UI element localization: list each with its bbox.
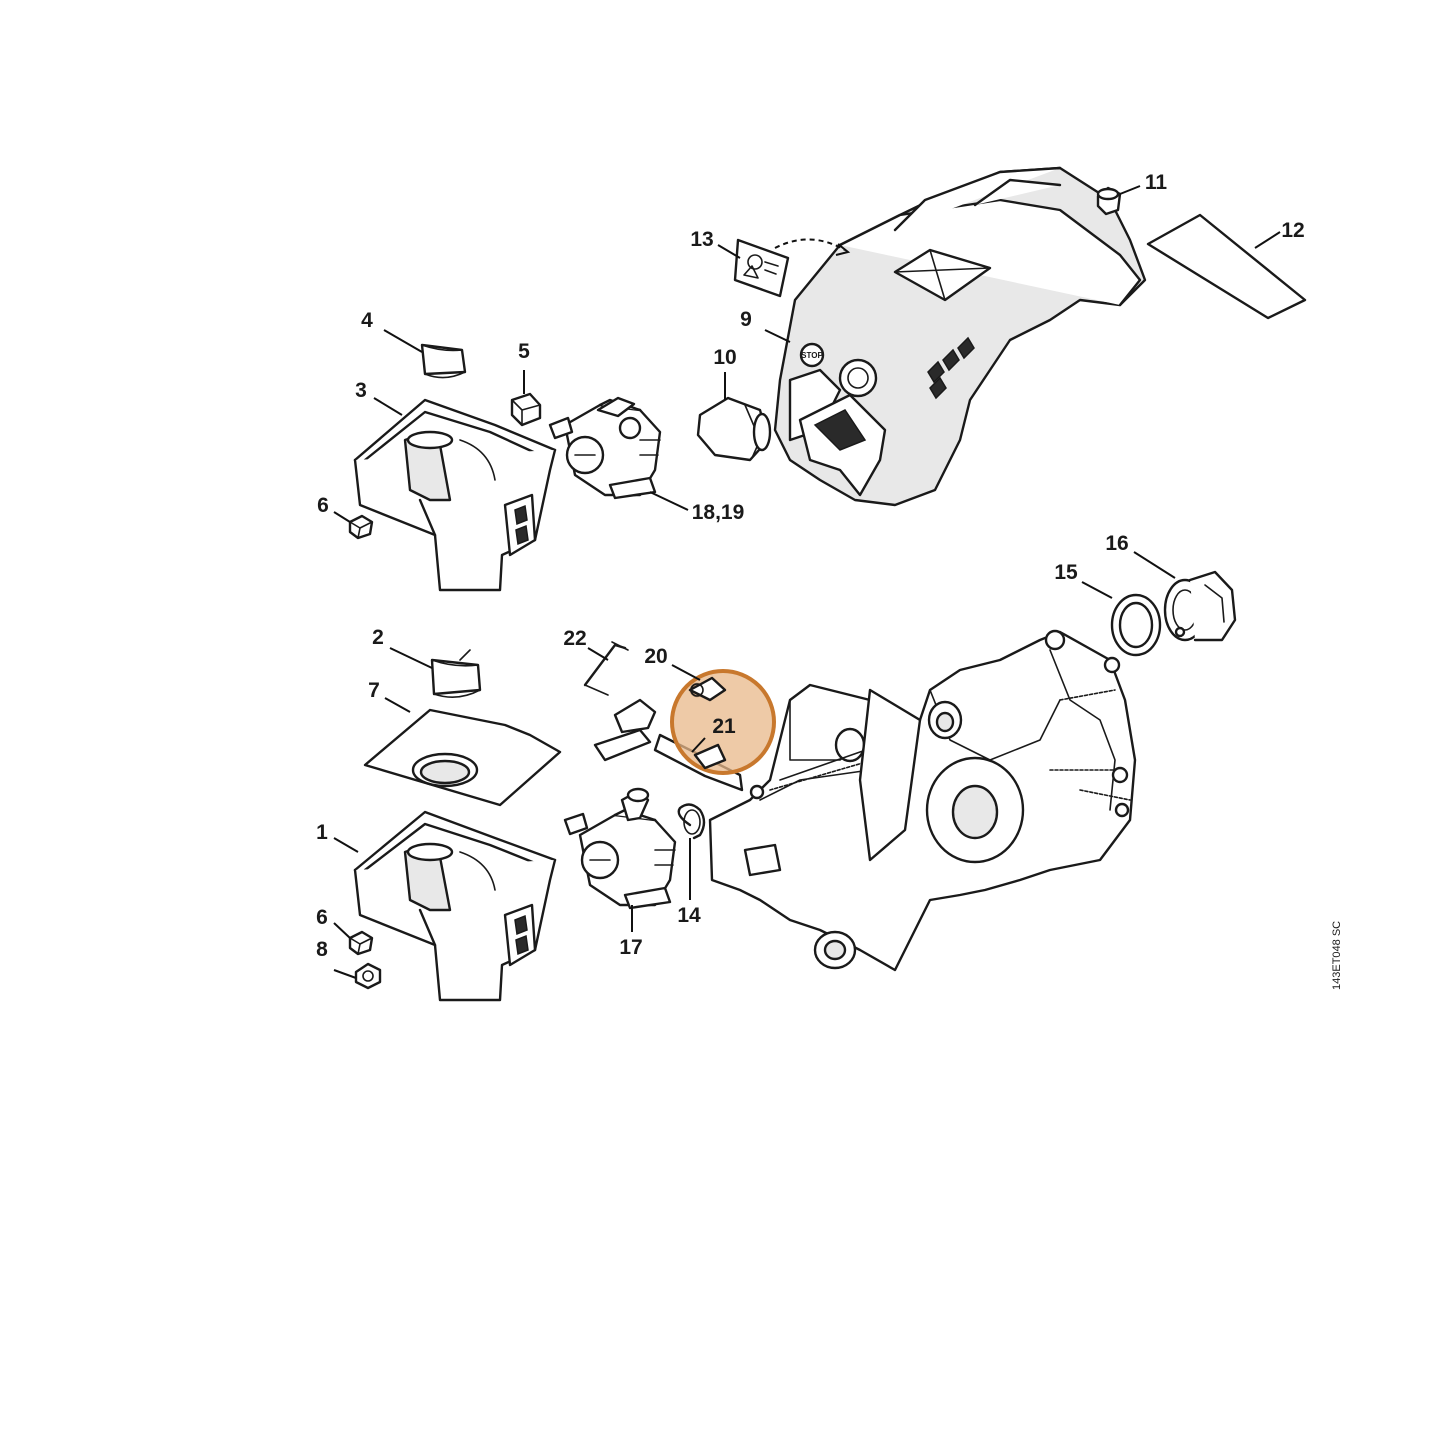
knob-part-10[interactable] <box>696 396 772 462</box>
screw-part-11[interactable] <box>1096 186 1122 216</box>
callout-1[interactable]: 1 <box>316 821 328 844</box>
foam-sheet-part-12[interactable] <box>1146 213 1307 320</box>
highlighted-linkage <box>688 676 727 770</box>
callout-11[interactable]: 11 <box>1145 171 1168 194</box>
cube-part-6-lower[interactable] <box>348 930 374 956</box>
foam-plug-part-4[interactable] <box>420 343 467 379</box>
warning-label-part-13[interactable] <box>733 238 851 298</box>
callout-16[interactable]: 16 <box>1105 532 1128 555</box>
drawing-code: 143ET048 SC <box>1331 921 1343 990</box>
callout-17[interactable]: 17 <box>619 936 642 959</box>
crankcase-part[interactable] <box>708 629 1137 972</box>
carburetor-part-17[interactable] <box>563 787 677 910</box>
cube-part-6-upper[interactable] <box>348 514 374 540</box>
callout-3[interactable]: 3 <box>355 379 367 402</box>
leader-lines <box>333 185 1281 979</box>
air-filter-part-1[interactable] <box>353 810 557 1002</box>
callout-5[interactable]: 5 <box>518 340 530 363</box>
shroud-cover-part-9[interactable]: STOP <box>773 166 1147 507</box>
callout-14[interactable]: 14 <box>677 904 701 927</box>
filter-plate-part-7[interactable] <box>363 708 562 807</box>
callout-18-19[interactable]: 18,19 <box>692 501 745 524</box>
circlip-part-14[interactable] <box>677 803 706 840</box>
callout-2[interactable]: 2 <box>372 626 384 649</box>
callout-21[interactable]: 21 <box>712 715 736 738</box>
callout-10[interactable]: 10 <box>713 346 736 369</box>
callout-8[interactable]: 8 <box>316 938 328 961</box>
callout-7[interactable]: 7 <box>368 679 380 702</box>
callout-9[interactable]: 9 <box>740 308 752 331</box>
callout-20[interactable]: 20 <box>644 645 667 668</box>
callout-6-upper[interactable]: 6 <box>317 494 329 517</box>
callout-12[interactable]: 12 <box>1281 219 1304 242</box>
rod-part-22[interactable] <box>583 641 629 696</box>
intake-manifold-part-16[interactable] <box>1163 570 1237 642</box>
cube-part-5[interactable] <box>510 392 542 427</box>
callout-13[interactable]: 13 <box>690 228 713 251</box>
ring-part-15[interactable] <box>1110 593 1162 657</box>
foam-plug-part-2[interactable] <box>430 649 482 698</box>
air-filter-part-3[interactable] <box>353 398 557 592</box>
callout-4[interactable]: 4 <box>361 309 373 332</box>
callout-6-lower[interactable]: 6 <box>316 906 328 929</box>
stop-label: STOP <box>801 351 823 360</box>
callout-22[interactable]: 22 <box>563 627 586 650</box>
carburetor-part-18-19[interactable] <box>548 396 662 500</box>
nut-part-8[interactable] <box>354 962 382 990</box>
callout-15[interactable]: 15 <box>1054 561 1078 584</box>
